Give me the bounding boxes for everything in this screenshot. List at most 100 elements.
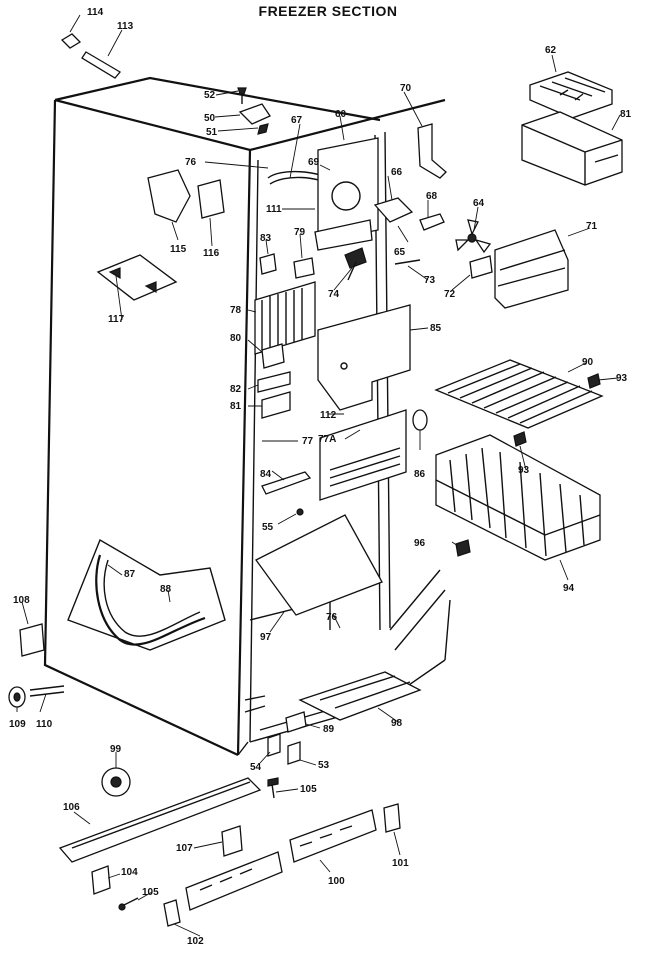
callout-label: 110: [36, 719, 53, 730]
rod-73: [394, 259, 421, 265]
louver-77A: [319, 409, 407, 501]
clip-51: [257, 123, 269, 135]
callout-label: 77A: [318, 434, 336, 445]
rail-84: [261, 471, 312, 495]
callout-label: 97: [260, 632, 272, 643]
leveler-107: [221, 825, 243, 857]
callout-label: 71: [586, 221, 598, 232]
bracket-70: [417, 123, 447, 179]
clip-81b: [261, 391, 291, 419]
clip-79: [293, 257, 315, 279]
callout-label: 76: [326, 612, 338, 623]
screw-105a: [267, 777, 279, 799]
hinge-108: [19, 623, 45, 657]
callout-label: 104: [121, 867, 138, 878]
fan-blade-64: [455, 219, 492, 254]
callout-label: 89: [323, 724, 335, 735]
clip-53: [287, 741, 301, 765]
callout-label: 99: [110, 744, 122, 755]
bracket-117: [96, 254, 178, 301]
screw-105b: [118, 897, 139, 911]
clip-101: [383, 803, 401, 833]
stop-93b: [513, 431, 527, 447]
stop-93a: [587, 373, 601, 389]
callout-label: 81: [230, 401, 242, 412]
callout-label: 87: [124, 569, 136, 580]
callout-label: 88: [160, 584, 172, 595]
heater-80: [261, 343, 285, 369]
bracket-65: [314, 219, 373, 251]
callout-label: 106: [63, 802, 80, 813]
callout-label: 53: [318, 760, 330, 771]
callout-label: 82: [230, 384, 242, 395]
callout-label: 79: [294, 227, 306, 238]
axle-110: [29, 685, 65, 697]
clip-89: [285, 711, 307, 733]
callout-label: 85: [430, 323, 442, 334]
callout-label: 67: [291, 115, 303, 126]
clip-54: [267, 733, 281, 757]
callout-label: 70: [400, 83, 412, 94]
callout-label: 78: [230, 305, 242, 316]
callout-label: 111: [266, 204, 282, 215]
grommet-72: [469, 255, 493, 279]
clip-96: [455, 539, 471, 557]
clip-82: [257, 371, 291, 393]
callout-label: 77: [302, 436, 314, 447]
callout-label: 66: [391, 167, 403, 178]
ice-tray-62: [529, 71, 613, 119]
screw-55: [296, 508, 304, 516]
callout-label: 50: [204, 113, 216, 124]
rail-106: [58, 777, 262, 863]
callout-label: 80: [230, 333, 242, 344]
callout-label: 112: [320, 410, 337, 421]
callout-label: 69: [308, 157, 320, 168]
panel-69: [317, 137, 379, 243]
callout-label: 65: [394, 247, 406, 258]
callout-label: 105: [300, 784, 317, 795]
callout-label: 90: [582, 357, 594, 368]
part-68: [419, 213, 445, 231]
damper-66: [373, 197, 414, 223]
callout-label: 93: [616, 373, 628, 384]
callout-label: 55: [262, 522, 274, 533]
clip-104: [91, 865, 111, 895]
hinge-pin-114-113: [60, 33, 121, 79]
callout-label: 52: [204, 90, 216, 101]
grille-100: [185, 809, 377, 911]
leader-lines: [16, 14, 621, 937]
callout-label: 105: [142, 887, 159, 898]
callout-label: 93: [518, 465, 530, 476]
callout-label: 109: [9, 719, 26, 730]
callout-label: 98: [391, 718, 403, 729]
basket-94: [435, 434, 601, 561]
clip-83: [259, 253, 277, 275]
callout-label: 114: [87, 7, 104, 18]
baffle-85: [317, 304, 411, 411]
callout-label: 74: [328, 289, 340, 300]
callout-label: 84: [260, 469, 272, 480]
callout-label: 62: [545, 45, 557, 56]
callout-label: 60: [335, 109, 347, 120]
roller-109: [8, 686, 26, 708]
callout-label: 68: [426, 191, 438, 202]
callout-label: 83: [260, 233, 272, 244]
caster-99: [101, 767, 131, 797]
callout-label: 86: [414, 469, 426, 480]
drain-hose-87-88: [67, 538, 226, 651]
bracket-50: [238, 103, 271, 125]
callout-label: 116: [203, 248, 220, 259]
callout-label: 96: [414, 538, 426, 549]
callout-label: 100: [328, 876, 345, 887]
callout-label: 64: [473, 198, 485, 209]
callout-label: 101: [392, 858, 409, 869]
callout-label: 115: [170, 244, 187, 255]
callout-labels: 114 113 62 52 50 51 60 70 81 67 76 69 66…: [9, 7, 632, 947]
diagram-title: FREEZER SECTION: [258, 3, 398, 19]
callout-label: 76: [185, 157, 197, 168]
fan-bracket-71: [494, 229, 569, 309]
callout-label: 94: [563, 583, 575, 594]
callout-label: 108: [13, 595, 30, 606]
